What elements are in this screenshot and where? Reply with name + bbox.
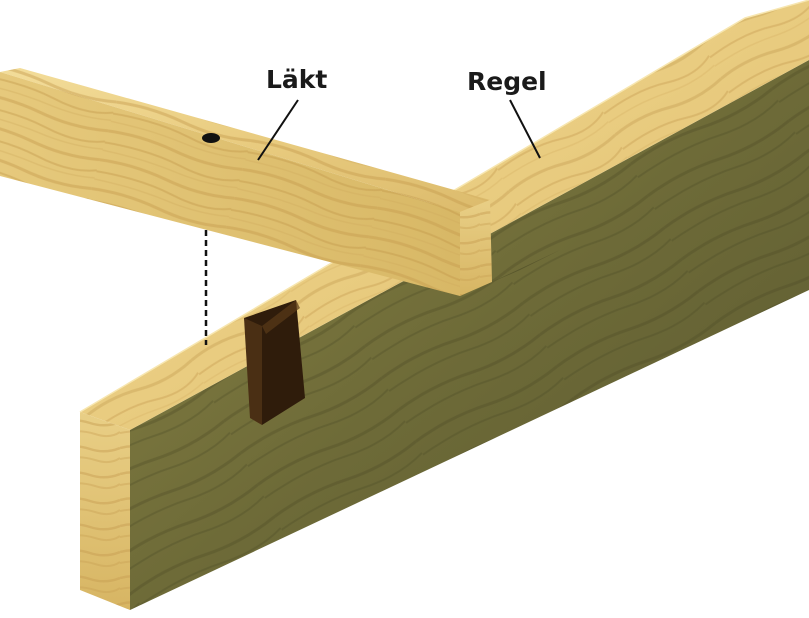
joist-notch	[244, 300, 305, 425]
joist-board	[79, 0, 809, 610]
joist-top-edge	[79, 0, 809, 413]
joist-leader-line	[509, 99, 541, 159]
joist-end-grain	[80, 412, 130, 610]
batten-end-grain	[460, 200, 492, 296]
joist-label: Regel	[467, 67, 547, 96]
batten-board	[0, 68, 560, 296]
notch-inner-highlight	[262, 300, 300, 334]
batten-leader-line	[257, 99, 299, 161]
notch-side-wall	[244, 318, 262, 425]
joist-side-grain	[130, 60, 809, 610]
nail-hole-icon	[202, 133, 220, 143]
batten-label: Läkt	[266, 65, 327, 94]
batten-front-grain	[0, 72, 460, 296]
batten-top-grain	[0, 68, 490, 212]
